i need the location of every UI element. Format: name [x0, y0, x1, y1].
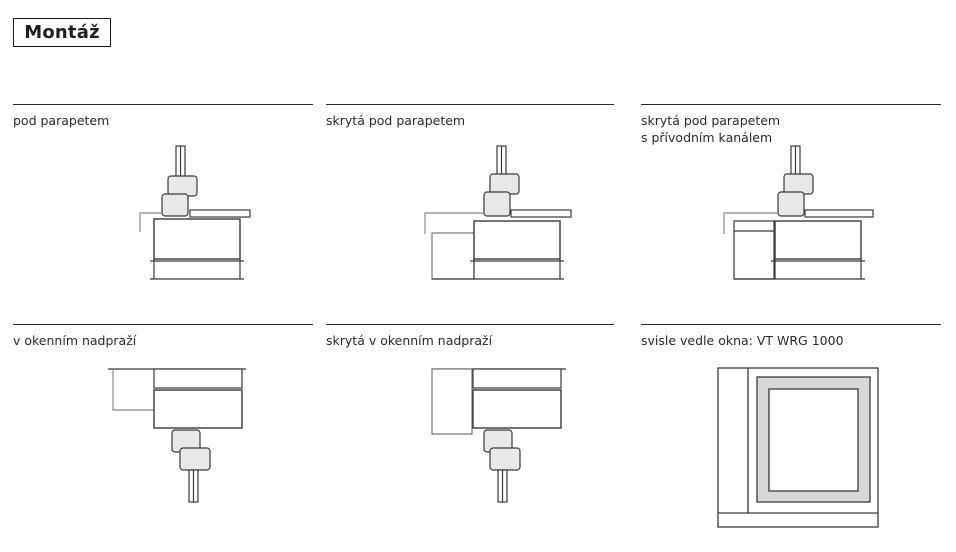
divider-line — [641, 324, 941, 325]
panel-label: skrytá v okenním nadpraží — [326, 333, 493, 348]
panel-label: svisle vedle okna: VT WRG 1000 — [641, 333, 844, 348]
section-title: Montáž — [13, 18, 111, 47]
panel-label: v okenním nadpraží — [13, 333, 137, 348]
panel-label: skrytá pod parapetem s přívodním kanálem — [641, 113, 781, 145]
panel-svisle-vedle-okna: svisle vedle okna: VT WRG 1000 — [641, 324, 941, 504]
divider-line — [13, 324, 313, 325]
panel-skryta-pod-parapetem: skrytá pod parapetem — [326, 104, 626, 284]
panel-v-okennim-nadprazi: v okenním nadpraží — [13, 324, 313, 504]
divider-line — [13, 104, 313, 105]
panel-pod-parapetem: pod parapetem — [13, 104, 313, 284]
divider-line — [326, 324, 614, 325]
divider-line — [641, 104, 941, 105]
panel-label: pod parapetem — [13, 113, 110, 128]
panel-skryta-v-nadprazi: skrytá v okenním nadpraží — [326, 324, 626, 504]
panel-label: skrytá pod parapetem — [326, 113, 466, 128]
panel-skryta-s-kanalem: skrytá pod parapetem s přívodním kanálem — [641, 104, 941, 284]
divider-line — [326, 104, 614, 105]
